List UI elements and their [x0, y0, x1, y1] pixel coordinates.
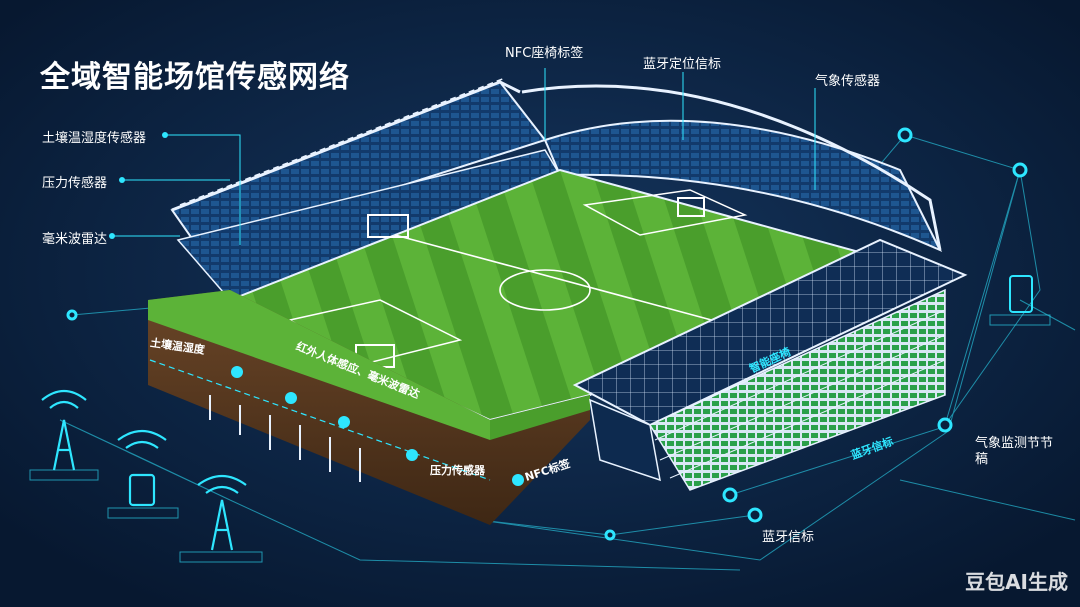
label-weather-sensor: 气象传感器 — [815, 74, 881, 89]
label-pressure-sensor: 压力传感器 — [42, 176, 108, 191]
label-nfc-seat: NFC座椅标签 — [505, 46, 584, 61]
sensor-pins — [231, 366, 524, 486]
label-weather-station: 气象监测节节稿 — [975, 436, 1054, 467]
label-soil-sensor: 土壤温湿度传感器 — [42, 131, 147, 146]
onfield-pressure-label: 压力传感器 — [430, 464, 485, 477]
page-title: 全域智能场馆传感网络 — [40, 60, 350, 95]
support-pillars — [209, 395, 361, 482]
wifi-sensor-box-icon — [107, 429, 179, 519]
label-ble-beacon: 蓝牙定位信标 — [643, 57, 722, 72]
callout-lines — [112, 68, 816, 245]
back-right-stand — [521, 84, 943, 253]
watermark-logo: 豆包AI生成 — [965, 570, 1068, 594]
mobile-device-icon — [989, 275, 1051, 326]
label-ble-beacon-2: 蓝牙信标 — [762, 530, 815, 545]
wifi-tower-icon — [29, 389, 99, 481]
right-grandstand — [572, 238, 968, 491]
wifi-tower-icon-2 — [179, 474, 263, 563]
network-nodes — [66, 127, 1028, 541]
soil-cross-section — [148, 290, 590, 525]
callout-dots — [109, 132, 168, 239]
label-mmwave-radar: 毫米波雷达 — [42, 232, 108, 247]
